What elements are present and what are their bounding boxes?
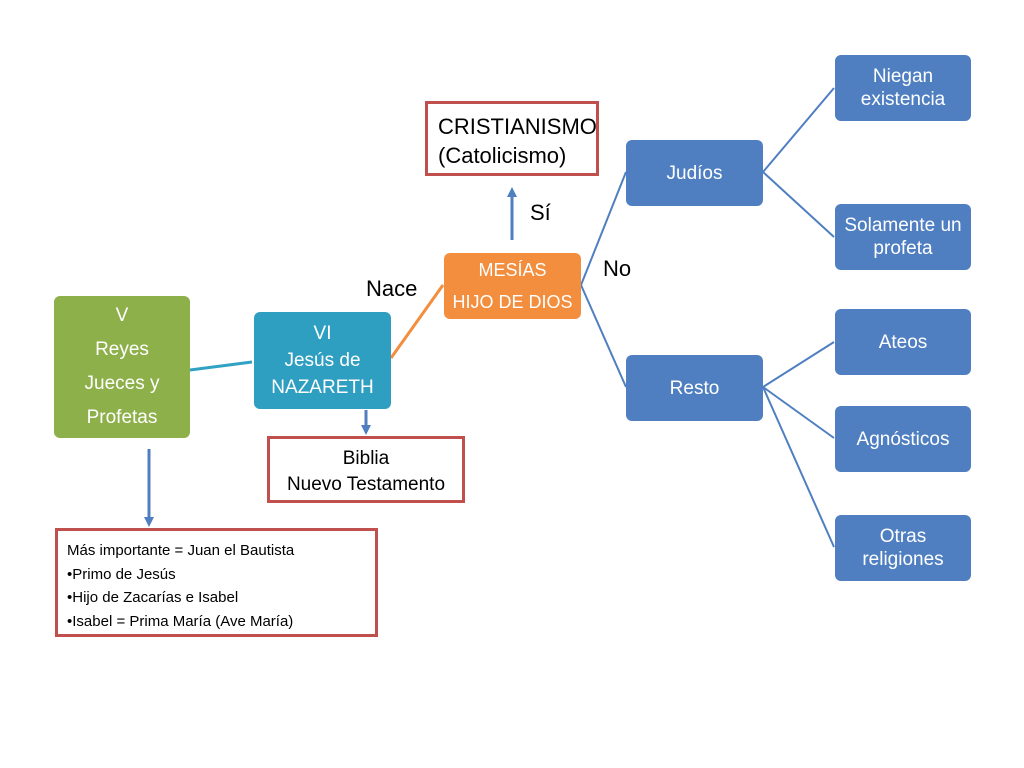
box-cristianismo: CRISTIANISMO (Catolicismo) — [425, 101, 599, 176]
box-biblia-line-1: Biblia — [342, 448, 390, 469]
connector-resto-ateos — [762, 341, 835, 388]
notes-line-1: Más importante = Juan el Bautista — [67, 542, 295, 559]
box-cristianismo-line-2: (Catolicismo) — [438, 143, 567, 168]
node-agnosticos-label: Agnósticos — [856, 428, 950, 450]
connector-resto-otras — [762, 386, 835, 548]
node-mesias-line-2: HIJO DE DIOS — [452, 292, 573, 312]
node-resto-label: Resto — [669, 377, 720, 399]
node-profeta-line-1: Solamente un — [844, 215, 962, 236]
node-ateos-label: Ateos — [878, 331, 928, 353]
node-vi-line-1: VI — [313, 323, 332, 344]
connector-judios-profeta — [762, 171, 835, 238]
box-biblia-line-2: Nuevo Testamento — [286, 474, 446, 495]
node-otras-line-2: religiones — [862, 549, 944, 570]
connector-v-vi — [189, 360, 253, 372]
node-niegan-line-2: existencia — [860, 89, 946, 110]
node-v-line-3: Jueces y — [84, 373, 160, 394]
node-v-reyes: V Reyes Jueces y Profetas — [54, 296, 190, 438]
box-cristianismo-line-1: CRISTIANISMO — [438, 114, 597, 139]
node-vi-line-3: NAZARETH — [271, 377, 374, 398]
box-biblia: Biblia Nuevo Testamento — [267, 436, 465, 503]
notes-line-4: •Isabel = Prima María (Ave María) — [67, 612, 294, 630]
node-judios: Judíos — [626, 140, 763, 206]
notes-line-2: •Primo de Jesús — [67, 565, 176, 583]
node-vi-jesus: VI Jesús de NAZARETH — [254, 312, 391, 409]
box-notes: Más importante = Juan el Bautista •Primo… — [55, 528, 378, 637]
node-v-line-4: Profetas — [86, 407, 158, 428]
connector-mesias-resto — [580, 284, 627, 388]
node-judios-label: Judíos — [666, 162, 723, 184]
node-vi-line-2: Jesús de — [284, 350, 361, 371]
node-mesias-line-1: MESÍAS — [478, 260, 547, 280]
node-v-line-2: Reyes — [95, 339, 149, 360]
connector-mesias-judios — [580, 171, 627, 286]
node-resto: Resto — [626, 355, 763, 421]
node-niegan-line-1: Niegan — [872, 66, 934, 87]
connector-judios-niegan — [762, 87, 835, 173]
connector-vi-mesias — [389, 284, 445, 359]
node-ateos: Ateos — [835, 309, 971, 375]
node-profeta-line-2: profeta — [873, 238, 933, 259]
node-agnosticos: Agnósticos — [835, 406, 971, 472]
label-nace: Nace — [366, 276, 418, 301]
node-solamente-profeta: Solamente un profeta — [835, 204, 971, 270]
node-otras-religiones: Otras religiones — [835, 515, 971, 581]
connector-resto-agnosticos — [762, 386, 835, 439]
node-otras-line-1: Otras — [879, 526, 927, 547]
node-mesias: MESÍAS HIJO DE DIOS — [444, 253, 581, 319]
label-si: Sí — [530, 200, 551, 225]
notes-line-3: •Hijo de Zacarías e Isabel — [67, 589, 239, 606]
node-v-line-1: V — [115, 305, 129, 326]
node-niegan-existencia: Niegan existencia — [835, 55, 971, 121]
label-no: No — [603, 256, 632, 281]
